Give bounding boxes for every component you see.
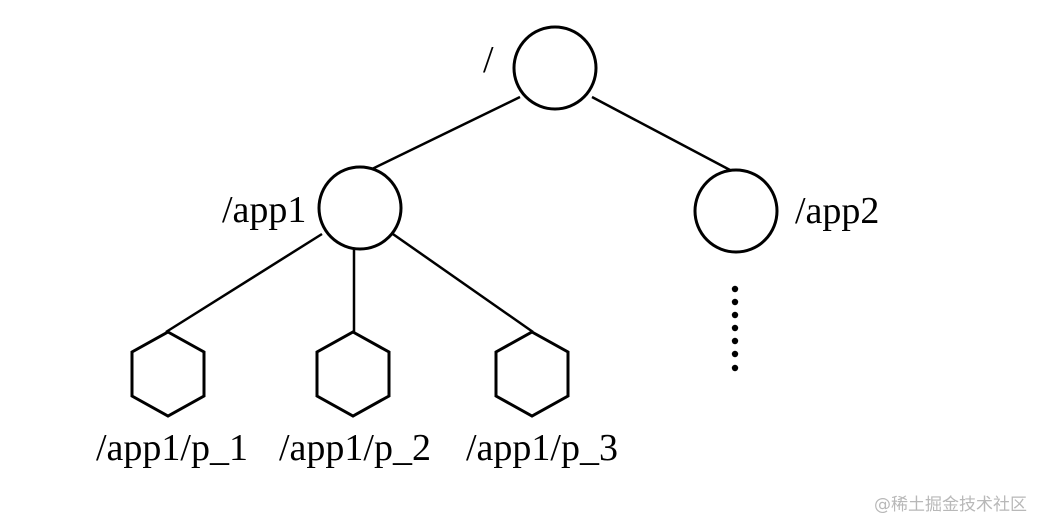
edge-root-app1: [369, 95, 521, 172]
node-p2-hexagon: [315, 330, 391, 418]
edge-root-app2: [591, 95, 731, 172]
continuation-dots: [731, 285, 739, 372]
node-root-label: /: [483, 39, 494, 81]
tree-edges: [165, 95, 731, 334]
watermark: @稀土掘金技术社区: [874, 495, 1027, 515]
node-app1-circle: [317, 165, 403, 251]
node-root-circle: [512, 25, 598, 111]
edge-app1-p3: [389, 230, 534, 334]
edge-app1-p1: [165, 232, 323, 334]
node-app2-label: /app2: [795, 190, 879, 232]
node-app2-circle: [693, 168, 779, 254]
node-p3-label: /app1/p_3: [466, 427, 618, 469]
node-p2-label: /app1/p_2: [279, 427, 431, 469]
node-app1-label: /app1: [222, 189, 306, 231]
node-p1-label: /app1/p_1: [96, 427, 248, 469]
node-p1-hexagon: [130, 330, 206, 418]
node-p3-hexagon: [494, 330, 570, 418]
